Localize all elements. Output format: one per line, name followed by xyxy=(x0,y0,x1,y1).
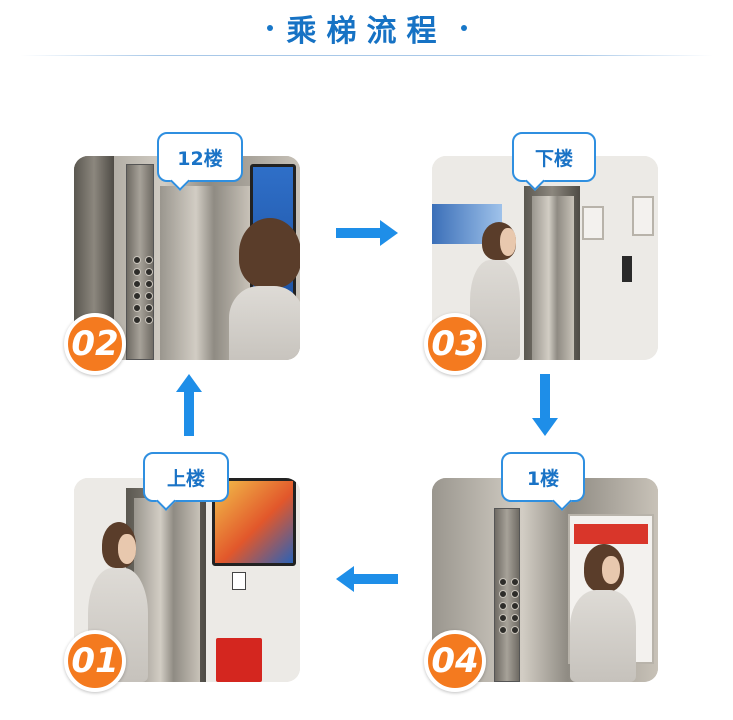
step-01-label: 上楼 xyxy=(166,467,205,490)
arrow-icon xyxy=(176,374,202,436)
step-02-label: 12楼 xyxy=(177,147,223,170)
step-02-bubble: 12楼 xyxy=(157,132,243,182)
step-01-bubble: 上楼 xyxy=(143,452,229,502)
step-03-bubble: 下楼 xyxy=(512,132,596,182)
step-02-photo xyxy=(74,156,300,360)
step-04-label: 1楼 xyxy=(526,467,560,490)
page-header: 乘梯流程 xyxy=(0,0,733,56)
title-dot-right xyxy=(460,25,467,31)
step-02-number: 02 xyxy=(71,324,119,364)
step-01-badge: 01 xyxy=(64,630,126,692)
step-04-badge: 04 xyxy=(424,630,486,692)
page-title: 乘梯流程 xyxy=(286,14,447,49)
step-04-number: 04 xyxy=(431,641,479,681)
step-04-bubble: 1楼 xyxy=(501,452,585,502)
arrow-icon xyxy=(336,566,398,592)
arrow-icon xyxy=(336,220,398,246)
step-03-badge: 03 xyxy=(424,313,486,375)
step-01-number: 01 xyxy=(71,641,119,681)
step-03-label: 下楼 xyxy=(534,147,573,170)
arrow-icon xyxy=(532,374,558,436)
title-dot-left xyxy=(266,25,273,31)
step-02-badge: 02 xyxy=(64,313,126,375)
step-03-number: 03 xyxy=(431,324,479,364)
step-01-photo xyxy=(74,478,300,682)
header-divider xyxy=(20,55,713,56)
